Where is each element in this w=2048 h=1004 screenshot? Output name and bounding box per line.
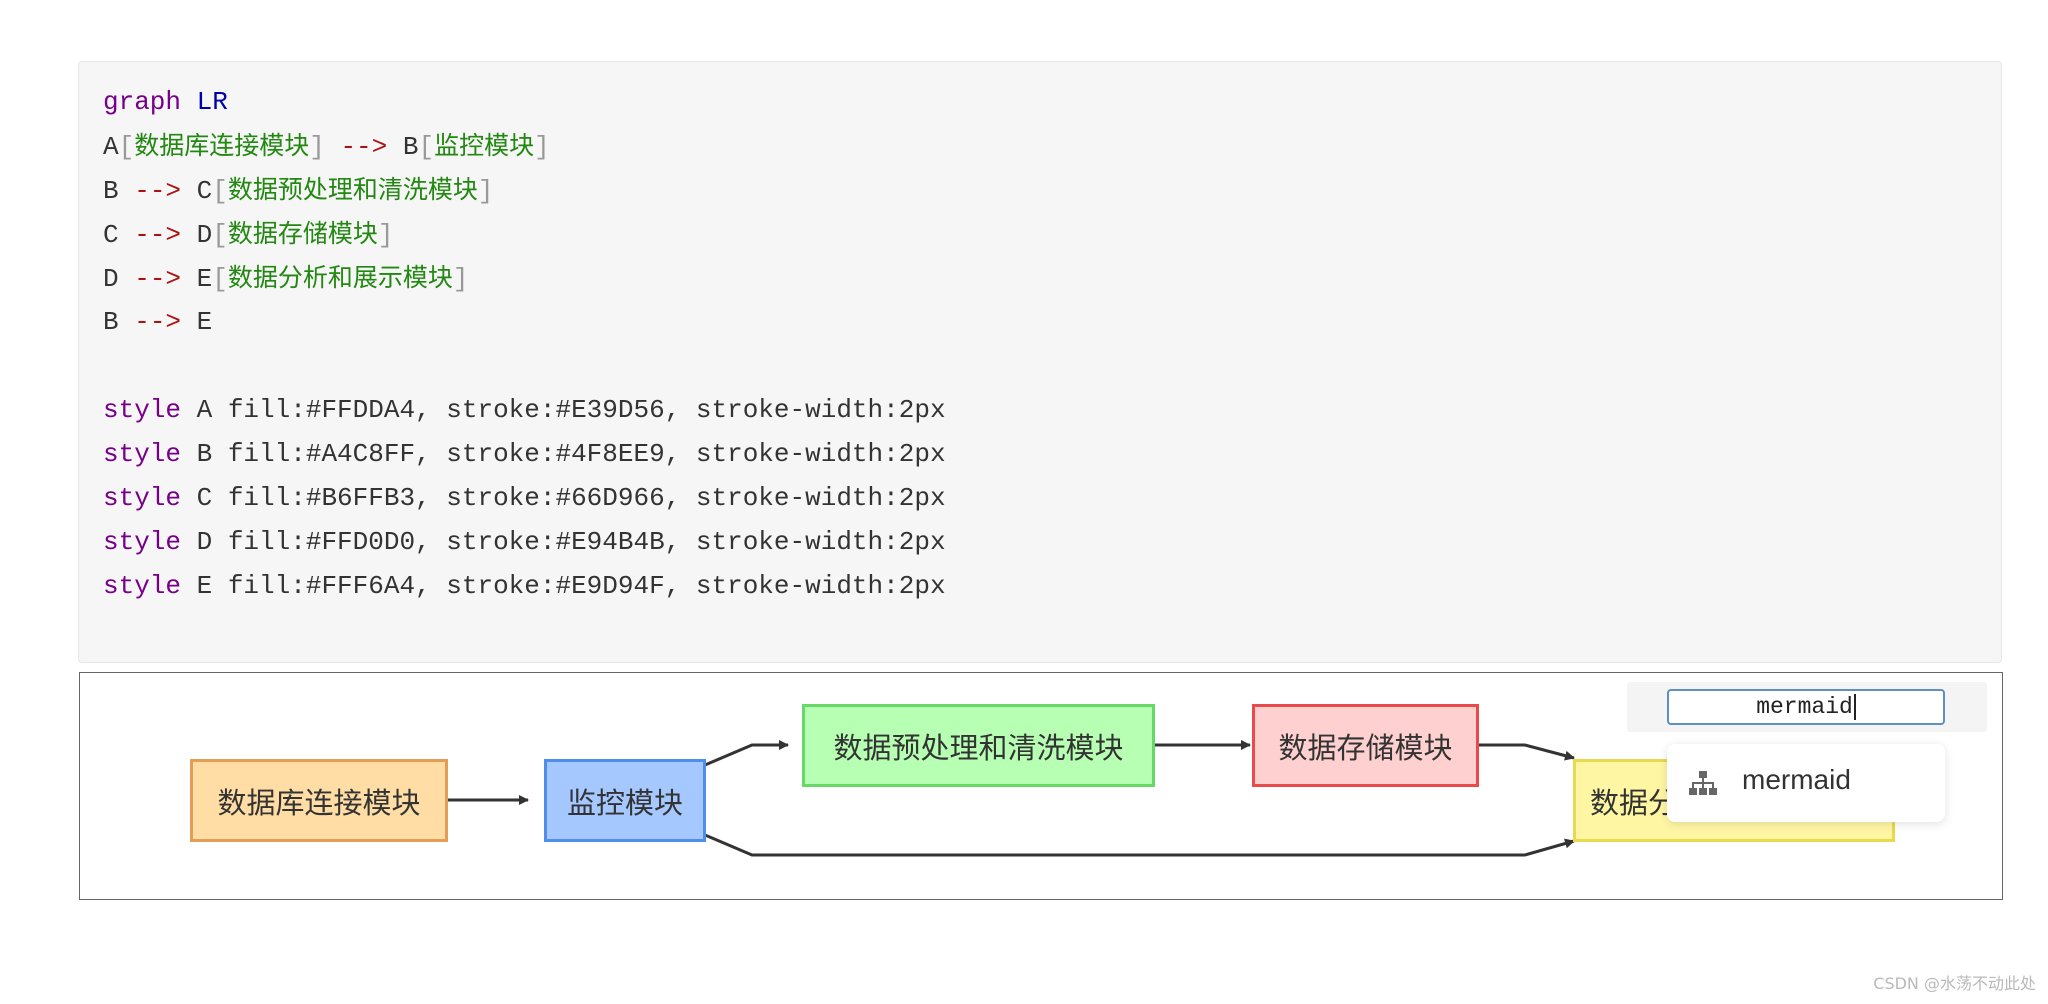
diagram-edges <box>446 740 1575 857</box>
edge-b-e <box>704 833 1575 857</box>
code-line: style B fill:#A4C8FF, stroke:#4F8EE9, st… <box>103 439 946 469</box>
node-c: 数据预处理和清洗模块 <box>802 704 1155 787</box>
code-line: B --> E <box>103 307 213 337</box>
code-line: style D fill:#FFD0D0, stroke:#E94B4B, st… <box>103 527 946 557</box>
node-d: 数据存储模块 <box>1252 704 1479 787</box>
code-line: B --> C[数据预处理和清洗模块] <box>103 175 494 206</box>
node-a: 数据库连接模块 <box>190 759 448 842</box>
text-caret <box>1853 693 1856 720</box>
node-b: 监控模块 <box>544 759 706 842</box>
code-line: D --> E[数据分析和展示模块] <box>103 263 469 294</box>
language-input[interactable]: mermaid <box>1667 689 1945 725</box>
language-dropdown: mermaid <box>1667 744 1945 822</box>
code-line: style A fill:#FFDDA4, stroke:#E39D56, st… <box>103 395 946 425</box>
sitemap-icon <box>1689 771 1717 801</box>
watermark: CSDN @水荡不动此处 <box>1873 974 2036 993</box>
code-line: C --> D[数据存储模块] <box>103 219 394 250</box>
code-line: style C fill:#B6FFB3, stroke:#66D966, st… <box>103 483 946 513</box>
code-line: style E fill:#FFF6A4, stroke:#E9D94F, st… <box>103 571 946 601</box>
language-option-label: mermaid <box>1742 764 1851 795</box>
language-option-mermaid[interactable]: mermaid <box>1667 744 1945 822</box>
code-line: graph LR <box>103 87 228 117</box>
edge-d-e <box>1478 743 1575 761</box>
code-line: A[数据库连接模块] --> B[监控模块] <box>103 131 550 162</box>
code-block[interactable]: graph LR A[数据库连接模块] --> B[监控模块] B --> C[… <box>78 61 2002 663</box>
edge-b-c <box>704 740 789 767</box>
